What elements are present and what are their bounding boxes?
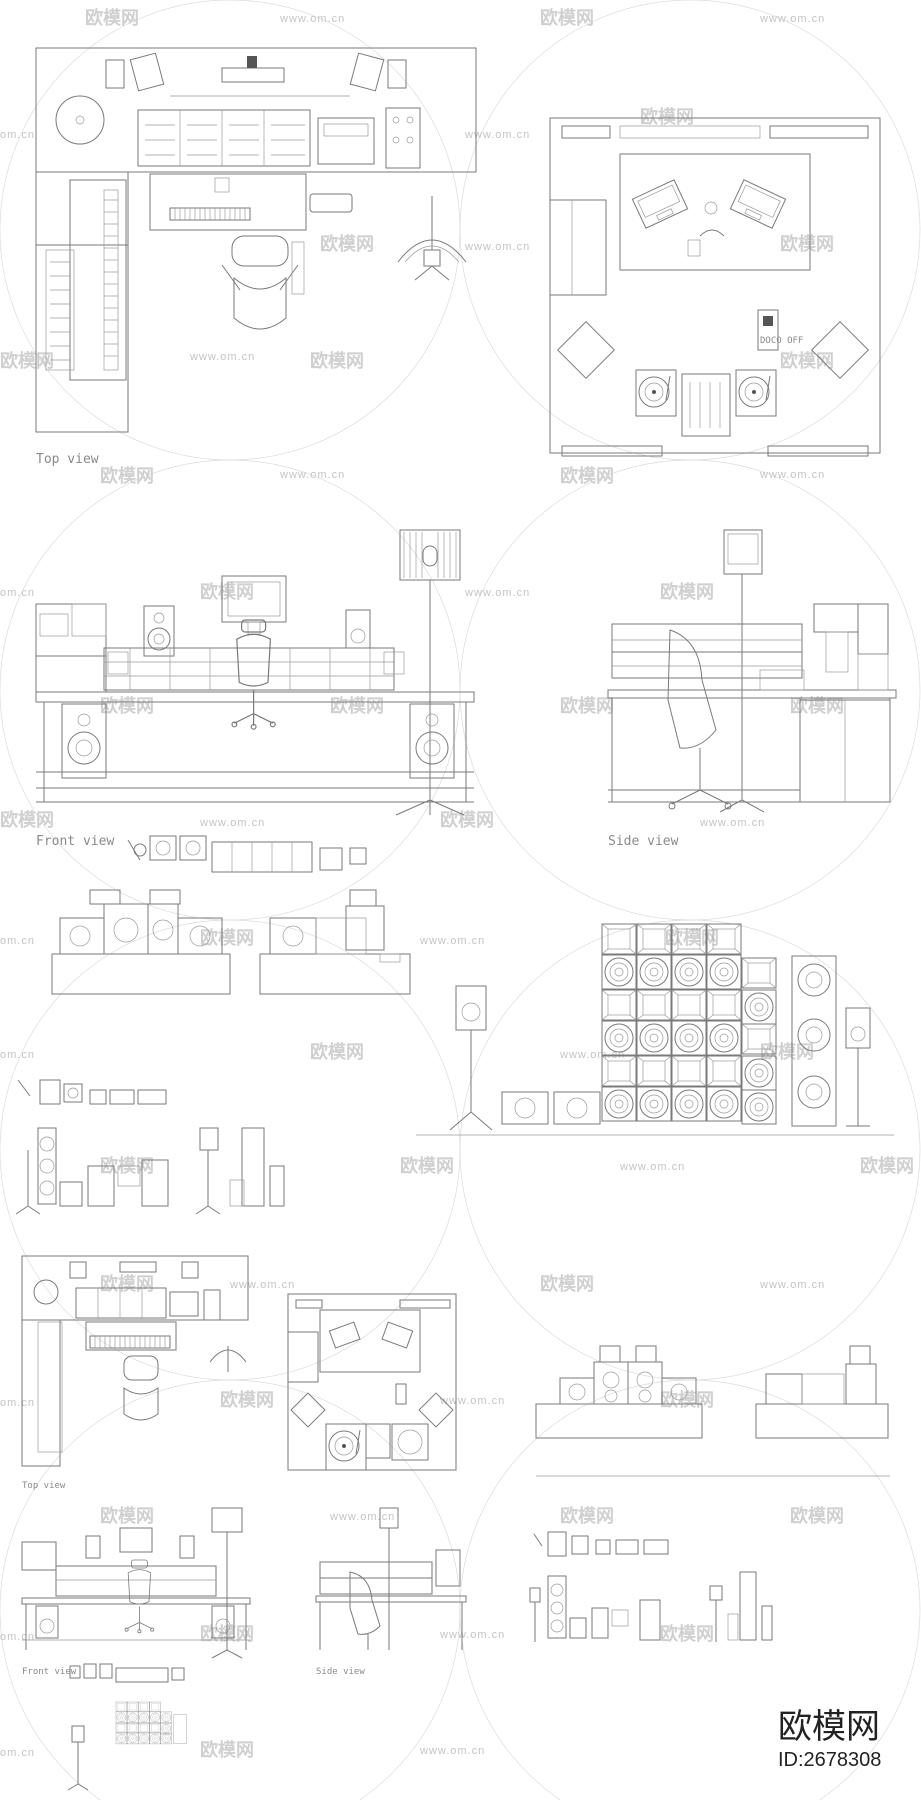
label-side-view: Side view (608, 834, 679, 849)
svg-text:www.om.cn: www.om.cn (199, 817, 265, 829)
svg-text:欧模网: 欧模网 (760, 1041, 814, 1063)
svg-text:欧模网: 欧模网 (200, 581, 254, 603)
brand-mark: 欧模网 ID:2678308 (778, 1707, 881, 1771)
svg-text:欧模网: 欧模网 (310, 350, 364, 372)
watermark-texts: 欧模网 www.om.cn 欧模网 www.om.cn om.cn www.om… (0, 7, 914, 1761)
top-view-small: Top view (21, 1255, 249, 1491)
svg-text:欧模网: 欧模网 (400, 1155, 454, 1177)
svg-text:om.cn: om.cn (0, 129, 35, 141)
svg-text:www.om.cn: www.om.cn (464, 241, 530, 253)
dj-booth-elevations (51, 889, 411, 995)
svg-text:www.om.cn: www.om.cn (619, 1161, 685, 1173)
svg-text:欧模网: 欧模网 (560, 1505, 614, 1527)
top-view-large: Top view (35, 47, 477, 467)
svg-text:欧模网: 欧模网 (790, 1505, 844, 1527)
mic-stand-icon (397, 196, 467, 281)
svg-text:欧模网: 欧模网 (220, 1389, 274, 1411)
brand-name: 欧模网 (778, 1707, 880, 1747)
svg-text:www.om.cn: www.om.cn (189, 351, 255, 363)
dj-room-small (287, 1293, 457, 1471)
svg-text:欧模网: 欧模网 (660, 1623, 714, 1645)
svg-text:欧模网: 欧模网 (780, 350, 834, 372)
svg-text:www.om.cn: www.om.cn (419, 1745, 485, 1757)
svg-text:欧模网: 欧模网 (640, 106, 694, 128)
svg-text:欧模网: 欧模网 (85, 7, 139, 29)
svg-text:欧模网: 欧模网 (100, 1505, 154, 1527)
svg-text:om.cn: om.cn (0, 935, 35, 947)
svg-text:om.cn: om.cn (0, 1747, 35, 1759)
dj-room-top-view: DOCO OFF (549, 117, 881, 457)
svg-text:欧模网: 欧模网 (0, 350, 54, 372)
svg-text:www.om.cn: www.om.cn (329, 1511, 395, 1523)
svg-text:www.om.cn: www.om.cn (439, 1629, 505, 1641)
svg-text:欧模网: 欧模网 (310, 1041, 364, 1063)
side-view-small: Side view (315, 1507, 467, 1677)
front-view-parts (127, 835, 367, 873)
svg-text:欧模网: 欧模网 (330, 695, 384, 717)
label-front-view: Front view (36, 834, 114, 849)
booth-sign: DOCO OFF (760, 336, 803, 346)
svg-text:om.cn: om.cn (0, 1049, 35, 1061)
svg-text:欧模网: 欧模网 (540, 7, 594, 29)
speaker-stack-icon (416, 923, 894, 1136)
speaker-wall-grid (601, 923, 777, 1125)
svg-text:www.om.cn: www.om.cn (464, 129, 530, 141)
svg-text:欧模网: 欧模网 (200, 1739, 254, 1761)
svg-text:欧模网: 欧模网 (780, 233, 834, 255)
svg-text:www.om.cn: www.om.cn (699, 817, 765, 829)
parts-small-left (15, 1079, 285, 1215)
svg-text:欧模网: 欧模网 (100, 465, 154, 487)
svg-text:欧模网: 欧模网 (100, 1273, 154, 1295)
svg-text:www.om.cn: www.om.cn (279, 469, 345, 481)
side-view-large: Side view (607, 529, 897, 849)
vinyl-disc-icon (55, 95, 105, 145)
svg-text:om.cn: om.cn (0, 1397, 35, 1409)
svg-text:www.om.cn: www.om.cn (559, 1049, 625, 1061)
label-top-view: Top view (36, 452, 99, 467)
svg-text:www.om.cn: www.om.cn (759, 13, 825, 25)
svg-text:www.om.cn: www.om.cn (279, 13, 345, 25)
label-top-view-small: Top view (22, 1481, 66, 1491)
brand-id: ID:2678308 (778, 1749, 881, 1771)
svg-text:www.om.cn: www.om.cn (759, 1279, 825, 1291)
turntable-icon (635, 369, 777, 417)
svg-text:www.om.cn: www.om.cn (759, 469, 825, 481)
svg-text:om.cn: om.cn (0, 1631, 35, 1643)
front-view-small: Front view (21, 1507, 251, 1683)
svg-text:www.om.cn: www.om.cn (229, 1279, 295, 1291)
speaker-wall-small (67, 1701, 187, 1791)
svg-text:欧模网: 欧模网 (560, 465, 614, 487)
svg-text:欧模网: 欧模网 (200, 927, 254, 949)
svg-text:欧模网: 欧模网 (440, 809, 494, 831)
label-front-view-small: Front view (22, 1667, 77, 1677)
office-chair-icon (221, 235, 299, 330)
label-side-view-small: Side view (316, 1667, 365, 1677)
dj-elevations-small (535, 1345, 890, 1477)
svg-text:www.om.cn: www.om.cn (419, 935, 485, 947)
svg-text:欧模网: 欧模网 (660, 581, 714, 603)
svg-text:欧模网: 欧模网 (860, 1155, 914, 1177)
svg-text:om.cn: om.cn (0, 587, 35, 599)
svg-text:欧模网: 欧模网 (100, 695, 154, 717)
svg-text:欧模网: 欧模网 (540, 1273, 594, 1295)
svg-text:欧模网: 欧模网 (665, 927, 719, 949)
front-view-large: Front view (35, 529, 475, 873)
svg-text:欧模网: 欧模网 (560, 695, 614, 717)
parts-small-right (529, 1531, 773, 1642)
svg-text:www.om.cn: www.om.cn (439, 1395, 505, 1407)
svg-text:欧模网: 欧模网 (660, 1389, 714, 1411)
svg-text:欧模网: 欧模网 (320, 233, 374, 255)
svg-text:www.om.cn: www.om.cn (464, 587, 530, 599)
studio-monitor-icon (61, 703, 455, 779)
svg-text:欧模网: 欧模网 (0, 809, 54, 831)
